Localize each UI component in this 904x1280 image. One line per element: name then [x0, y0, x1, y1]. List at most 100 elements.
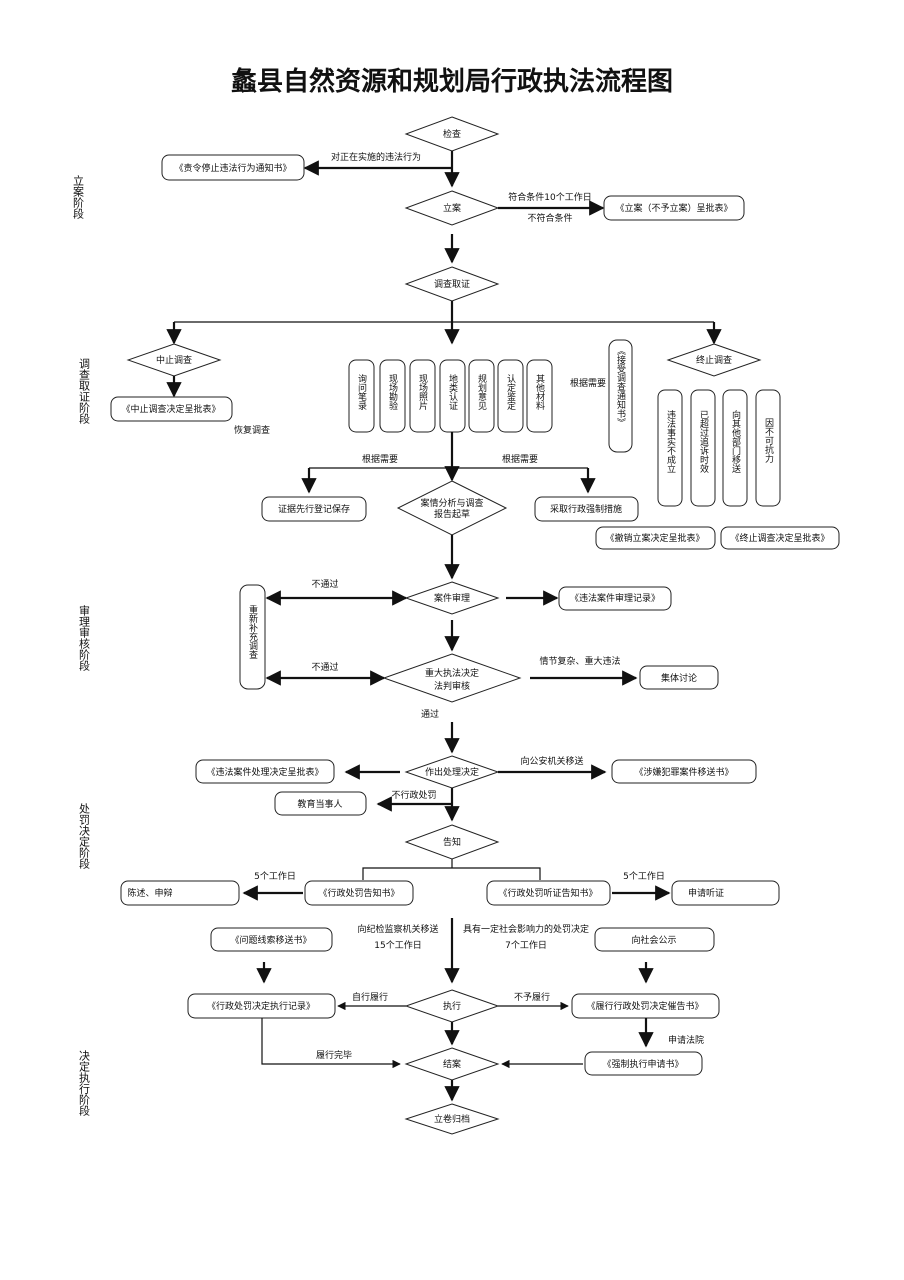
node-statement-label: 陈述、申辩	[127, 887, 172, 899]
evidence-planning-opinion-label: 规划意见	[476, 374, 487, 411]
evidence-site-photos: 现场照片	[409, 359, 436, 433]
node-case-analysis-label-1: 案情分析与调查	[420, 497, 483, 509]
evidence-site-survey: 现场勘验	[379, 359, 406, 433]
node-suspend-form: 《中止调查决定呈批表》	[110, 396, 233, 422]
node-stop-order: 《责令停止违法行为通知书》	[161, 154, 305, 181]
stage-label-investigation: 调查取证阶段	[78, 358, 91, 425]
node-penalty-notice: 《行政处罚告知书》	[304, 880, 414, 906]
stage-label-decision: 处罚决定阶段	[78, 803, 91, 870]
node-review-record: 《违法案件审理记录》	[558, 586, 672, 611]
edge-label-ongoing: 对正在实施的违法行为	[331, 151, 421, 163]
node-make-decision: 作出处理决定	[404, 755, 500, 789]
node-archive: 立卷归档	[404, 1103, 500, 1135]
node-case-analysis: 案情分析与调查 报告起草	[396, 480, 508, 536]
edge-label-done: 履行完毕	[316, 1049, 352, 1061]
node-filing-approval: 《立案（不予立案）呈批表》	[603, 195, 745, 221]
edge-label-complex: 情节复杂、重大违法	[539, 655, 620, 667]
edge-label-self-perform: 自行履行	[352, 991, 388, 1003]
node-penalty-notice-label: 《行政处罚告知书》	[318, 887, 399, 899]
edge-label-apply-court: 申请法院	[668, 1034, 704, 1046]
stage-label-execution: 决定执行阶段	[78, 1050, 91, 1117]
node-terminate: 终止调查	[666, 343, 762, 377]
node-execute: 执行	[404, 989, 500, 1023]
node-clue-transfer-label: 《问题线索移送书》	[230, 934, 311, 946]
node-close-case: 结案	[404, 1047, 500, 1081]
node-filing: 立案	[404, 190, 500, 226]
reason-time-limit-label: 已超过追诉时效	[698, 410, 709, 474]
edge-label-unqualified: 不符合条件	[527, 212, 572, 224]
edge-label-as-needed-1: 根据需要	[570, 377, 606, 389]
evidence-interrogation-label: 询问笔录	[356, 373, 367, 410]
node-archive-label: 立卷归档	[434, 1113, 470, 1125]
reason-force-majeure: 因不可抗力	[755, 389, 781, 507]
node-clue-transfer: 《问题线索移送书》	[210, 927, 333, 952]
evidence-other: 其他材料	[526, 359, 553, 433]
edge-label-15-days: 15个工作日	[374, 939, 421, 951]
node-enforcement-application: 《强制执行申请书》	[584, 1051, 703, 1076]
evidence-site-photos-label: 现场照片	[417, 374, 428, 411]
edge-label-social-impact: 具有一定社会影响力的处罚决定	[463, 923, 589, 935]
node-coercive-measure: 采取行政强制措施	[534, 496, 639, 522]
edge-label-police: 向公安机关移送	[520, 755, 583, 767]
node-terminate-form: 《终止调查决定呈批表》	[720, 526, 840, 550]
node-investigation-label: 调查取证	[434, 278, 470, 290]
edge-label-5-days-1: 5个工作日	[254, 870, 296, 882]
edge-label-as-needed-2: 根据需要	[362, 453, 398, 465]
edge-label-no-penalty: 不行政处罚	[391, 789, 436, 801]
node-crime-transfer-label: 《涉嫌犯罪案件移送书》	[634, 766, 733, 778]
node-evidence-preserve-label: 证据先行登记保存	[278, 503, 350, 515]
node-case-analysis-label-2: 报告起草	[434, 508, 470, 520]
node-apply-hearing-label: 申请听证	[688, 887, 724, 899]
node-urge-notice-label: 《履行行政处罚决定催告书》	[586, 1000, 703, 1012]
node-notify: 告知	[404, 824, 500, 860]
node-close-case-label: 结案	[443, 1058, 461, 1070]
node-filing-label: 立案	[443, 202, 461, 214]
node-notice-accept: 《接受调查通知书》	[608, 339, 633, 453]
node-suspend-form-label: 《中止调查决定呈批表》	[121, 403, 220, 415]
edge-label-7-days: 7个工作日	[505, 939, 547, 951]
node-notice-accept-label: 《接受调查通知书》	[615, 346, 626, 427]
edge-record-close	[261, 1018, 401, 1069]
edge-notify-split	[362, 867, 541, 880]
evidence-other-label: 其他材料	[534, 374, 545, 411]
edge-label-qualified: 符合条件10个工作日	[508, 191, 591, 203]
node-notify-label: 告知	[443, 836, 461, 848]
evidence-appraisal-label: 认定鉴定	[505, 373, 516, 411]
evidence-land-type-label: 地类认证	[447, 373, 458, 410]
node-case-review: 案件审理	[404, 581, 500, 615]
node-make-decision-label: 作出处理决定	[425, 766, 479, 778]
edge-label-discipline: 向纪检监察机关移送	[357, 923, 438, 935]
reason-force-majeure-label: 因不可抗力	[763, 418, 774, 464]
node-decision-approval-label: 《违法案件处理决定呈批表》	[206, 766, 323, 778]
node-reinvestigate: 重新补充调查	[239, 584, 266, 690]
reason-time-limit: 已超过追诉时效	[690, 389, 716, 507]
edge-label-fail-1: 不通过	[311, 578, 338, 590]
node-terminate-label: 终止调查	[696, 354, 732, 366]
node-suspend: 中止调查	[126, 343, 222, 377]
node-enforcement-application-label: 《强制执行申请书》	[602, 1058, 683, 1070]
node-crime-transfer: 《涉嫌犯罪案件移送书》	[611, 759, 757, 784]
reason-transfer: 向其他部门移送	[722, 389, 748, 507]
node-execution-record-label: 《行政处罚决定执行记录》	[207, 1000, 315, 1012]
node-educate-label: 教育当事人	[297, 798, 342, 810]
reason-fact-not-established: 违法事实不成立	[657, 389, 683, 507]
stage-label-review: 审理审核阶段	[78, 604, 91, 672]
node-review-record-label: 《违法案件审理记录》	[570, 592, 660, 604]
node-revoke-filing-label: 《撤销立案决定呈批表》	[605, 532, 704, 544]
node-case-review-label: 案件审理	[434, 592, 470, 604]
node-public-notice: 向社会公示	[594, 927, 715, 952]
edge-label-refuse: 不予履行	[514, 991, 550, 1003]
evidence-planning-opinion: 规划意见	[468, 359, 495, 433]
node-apply-hearing: 申请听证	[671, 880, 780, 906]
node-reinvestigate-label: 重新补充调查	[247, 604, 258, 659]
node-major-decision: 重大执法决定 法判审核	[382, 653, 522, 703]
reason-transfer-label: 向其他部门移送	[730, 409, 741, 474]
evidence-site-survey-label: 现场勘验	[387, 374, 398, 411]
evidence-interrogation: 询问笔录	[348, 359, 375, 433]
page-title: 蠡县自然资源和规划局行政执法流程图	[231, 66, 673, 97]
node-execution-record: 《行政处罚决定执行记录》	[187, 993, 336, 1019]
node-major-decision-label-2: 法判审核	[434, 680, 470, 692]
node-investigation: 调查取证	[404, 266, 500, 302]
node-inspection-label: 检查	[443, 128, 461, 140]
